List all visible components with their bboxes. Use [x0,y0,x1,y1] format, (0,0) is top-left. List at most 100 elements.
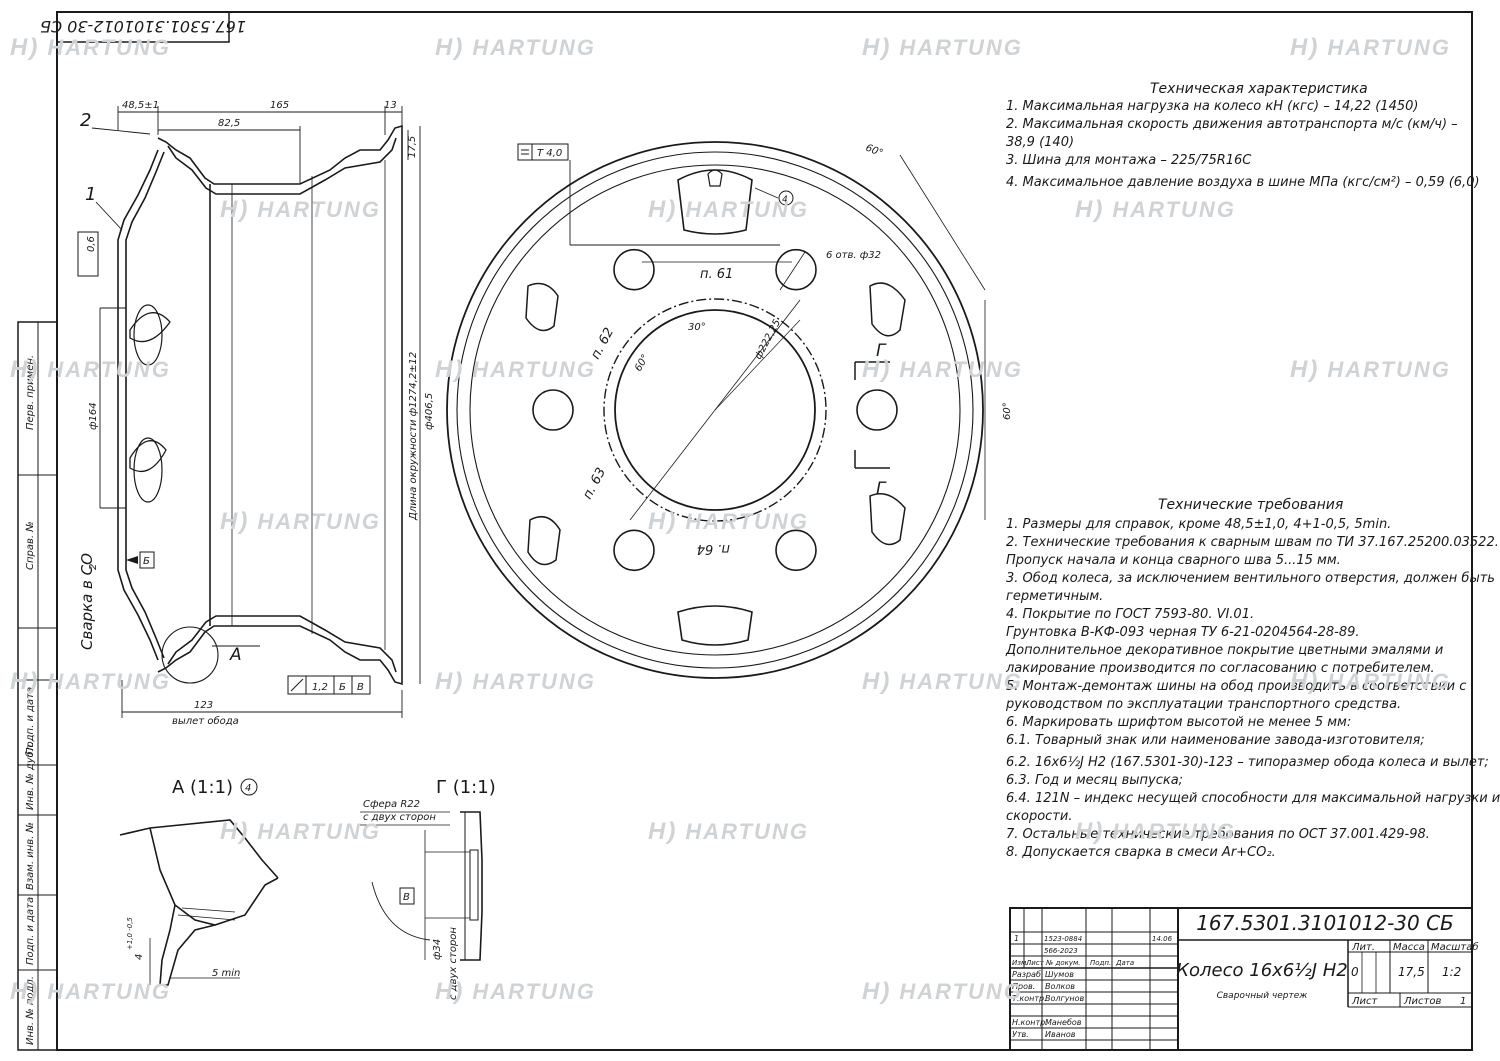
mark-p62: п. 62 [588,325,617,361]
tb-doc-code: 167.5301.3101012-30 СБ [1196,911,1454,935]
tb-hdr-4: Дата [1115,959,1134,967]
tb-hdr-2: № докум. [1045,959,1081,967]
bolt-holes [532,248,898,572]
tech-req-line: 6.1. Товарный знак или наименование заво… [1006,733,1425,748]
section-g-bottom: Г [876,479,887,499]
callout-2: 2 [80,110,91,131]
bolt-hole [532,389,574,431]
strip-label-7: Инв. № подл. [25,976,36,1045]
tb-scale: 1:2 [1442,965,1461,979]
tb-name-2: Волгунов [1045,994,1085,1003]
tech-char-line: 38,9 (140) [1006,135,1075,150]
dim-406: ф406,5 [424,393,435,430]
tech-req-line: 6.3. Год и месяц выпуска; [1006,773,1184,788]
angle-60-right: 60° [1002,402,1013,420]
strip-label-5: Взам. инв. № [25,822,36,890]
tb-col-mass: Масса [1393,942,1425,953]
profile-dimensions [99,106,421,718]
detail-a-dim1-tol: +1,0 -0,5 [126,917,134,950]
tech-req-line: герметичным. [1006,589,1104,604]
tech-req-line: Дополнительное декоративное покрытие цве… [1006,643,1444,658]
datum-b-label: Б [143,556,150,567]
tb-rev-doc2: 566-2023 [1044,947,1078,955]
tb-name-3: Манебов [1045,1018,1082,1027]
mark-p63: п. 63 [580,465,609,501]
tol-t-value: T 4,0 [537,148,562,159]
tech-char-line: 3. Шина для монтажа – 225/75R16C [1006,153,1252,168]
tb-role-4: Утв. [1012,1030,1029,1039]
detail-g-drawing [360,811,483,961]
tech-req-line: лакирование производится по согласованию… [1006,661,1435,676]
tech-req-line: Грунтовка В-КФ-093 черная ТУ 6-21-020456… [1006,625,1360,640]
code-stamp-text: 167.5301.3101012-30 СБ [40,17,246,36]
callout-a: А [229,645,242,665]
tech-req-line: 3. Обод колеса, за исключением вентильно… [1006,571,1495,586]
offset-label: вылет обода [172,715,239,727]
detail-g-d34: ф34 [432,939,443,960]
dim-circumference: Длина окружности ф1274,2±12 [408,352,419,521]
tb-hdr-0: Изм. [1012,959,1028,967]
dim-82: 82,5 [218,118,240,129]
weld-label: Сварка в CO [78,553,96,650]
tb-sheets-value: 1 [1460,996,1466,1007]
detail-g-sphere: Сфера R22 [363,799,420,810]
tech-req-line: 6. Маркировать шрифтом высотой не менее … [1006,715,1352,730]
mark-p61: п. 61 [700,267,733,282]
mark-4-circle [778,190,794,206]
tb-name-0: Шумов [1045,970,1074,979]
tech-req-line: 6.2. 16х6½J H2 (167.5301-30)-123 – типор… [1006,755,1489,770]
tb-col-lit: Лит. [1351,942,1375,953]
mark-p64: п. 64 [697,541,730,556]
tb-role-0: Разраб. [1012,970,1043,979]
bolt-hole [775,248,817,291]
tb-role-3: Н.контр. [1012,1018,1048,1027]
detail-a-marker-circle [240,778,258,796]
bolt-hole [775,529,817,572]
dim-165: 165 [270,100,289,111]
callout-1: 1 [85,184,96,205]
code-stamp: 167.5301.3101012-30 СБ [40,11,246,43]
tech-req-line: Пропуск начала и конца сварного шва 5...… [1006,553,1341,568]
tb-name-4: Иванов [1045,1030,1076,1039]
dim-123: 123 [194,700,213,711]
detail-g-datum: В [403,892,410,903]
runout-datum-b: Б [339,682,346,693]
dim-164: ф164 [88,402,99,430]
tol-t-frame: T 4,0 [517,143,569,161]
tech-req-line: 4. Покрытие по ГОСТ 7593-80. VI.01. [1006,607,1255,622]
tb-rev-doc1: 1523-0884 [1044,935,1082,943]
detail-g-sphere2: с двух сторон [363,812,436,823]
title-block-grid [1009,907,1473,1051]
dim-13: 13 [384,100,397,111]
tech-char-line: 2. Максимальная скорость движения автотр… [1006,117,1458,132]
tb-mass: 17,5 [1398,965,1425,979]
tech-req-line: 2. Технические требования к сварным швам… [1006,535,1499,550]
strip-label-1: Перв. примен. [25,355,36,430]
angle-60-inner: 60° [633,353,651,374]
dim-48: 48,5±1 [122,100,159,111]
left-strip: Перв. примен. Справ. № Подп. и дата Инв.… [17,321,58,1051]
holes-label: 6 отв. ф32 [826,250,881,261]
tech-req-line: 8. Допускается сварка в смеси Ar+CO₂. [1006,845,1276,860]
detail-g-both: с двух сторон [448,927,459,1000]
detail-a-dim2: 5 min [212,968,240,979]
wheel-face [446,141,986,679]
datum-b-box [139,551,155,569]
tb-name-1: Волков [1045,982,1075,991]
rim-profile [117,124,403,686]
detail-g-datum-box [399,887,415,905]
tech-req-block: 1. Размеры для справок, кроме 48,5±1,0, … [1006,516,1500,862]
bolt-hole [613,529,655,572]
bolt-hole [613,248,655,291]
mark-4: 4 [782,195,788,205]
tb-lit: 0 [1351,965,1359,979]
tech-char-title: Техническая характеристика [1150,81,1368,97]
weld-label-sub: 2 [88,564,99,570]
tech-req-line: 6.4. 121N – индекс несущей способности д… [1006,791,1500,806]
detail-a-dim1: 4 [134,954,145,960]
tech-req-line: скорости. [1006,809,1073,824]
strip-label-6: Подп. и дата [25,897,36,965]
strip-label-3: Подп. и дата [25,687,36,755]
tech-req-line: 7. Остальные технические требования по О… [1006,827,1430,842]
